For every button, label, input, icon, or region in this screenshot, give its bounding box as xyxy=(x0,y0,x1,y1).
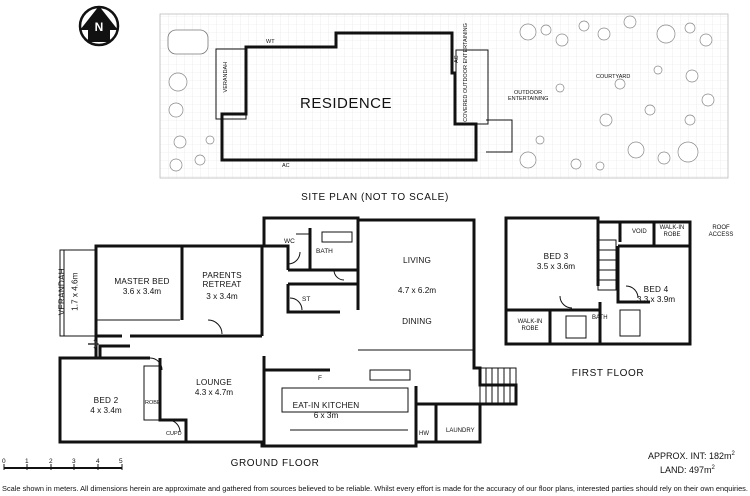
scale-tick-1: 1 xyxy=(25,458,29,465)
parents-retreat-dims: 3 x 3.4m xyxy=(206,292,238,301)
site-plan-title: SITE PLAN (NOT TO SCALE) xyxy=(301,192,449,203)
robe-label: ROBE xyxy=(145,400,161,406)
courtyard-label: COURTYARD xyxy=(596,74,631,80)
laundry-label: LAUNDRY xyxy=(446,428,475,434)
bed3-label: BED 3 xyxy=(543,252,569,261)
disclaimer: Scale shown in meters. All dimensions he… xyxy=(2,484,748,493)
approx-land-label: LAND: xyxy=(660,465,687,475)
ground-floor-plan xyxy=(58,216,518,448)
approx-int-label: APPROX. INT: xyxy=(648,451,707,461)
north-letter: N xyxy=(94,20,104,34)
ac-label-east: AC xyxy=(453,55,460,63)
verandah-label: VERANDAH xyxy=(57,268,67,316)
scale-tick-4: 4 xyxy=(96,458,100,465)
st-label: ST xyxy=(302,296,311,303)
outdoor-entertaining-label: OUTDOOR ENTERTAINING xyxy=(508,90,549,103)
roof-access-label: ROOF ACCESS xyxy=(708,225,734,238)
dining-label: DINING xyxy=(402,317,432,326)
walk-in-robe-1-label: WALK-IN ROBE xyxy=(659,225,685,238)
approx-int-value: 182m xyxy=(709,451,732,461)
bed2-dims: 4 x 3.4m xyxy=(90,406,122,415)
hw-label: HW xyxy=(419,431,429,437)
ground-floor-title: GROUND FLOOR xyxy=(230,458,320,469)
approx-int: APPROX. INT: 182m2 xyxy=(648,451,735,461)
first-floor-plan xyxy=(504,216,692,346)
first-floor-outer-wall xyxy=(504,216,692,346)
lounge-label: LOUNGE xyxy=(196,378,232,387)
north-arrow-icon xyxy=(78,5,120,47)
covered-outdoor-label: COVERED OUTDOOR ENTERTAINING xyxy=(463,23,470,122)
living-label: LIVING xyxy=(402,256,432,265)
scale-bar xyxy=(3,464,123,470)
lounge-dims: 4.3 x 4.7m xyxy=(194,388,234,397)
scale-tick-3: 3 xyxy=(72,458,76,465)
living-dims: 4.7 x 6.2m xyxy=(397,286,437,295)
eat-in-kitchen-dims: 6 x 3m xyxy=(313,411,339,420)
bath-ground-label: BATH xyxy=(316,248,333,255)
ac-label-south: AC xyxy=(282,163,290,169)
wc-label: WC xyxy=(284,238,295,245)
bed3-dims: 3.5 x 3.6m xyxy=(536,262,576,271)
site-plan xyxy=(159,13,729,179)
verandah-site-label: VERANDAH xyxy=(222,61,229,93)
approx-land-value: 497m xyxy=(689,465,712,475)
fridge-label: F xyxy=(318,375,322,382)
residence-label: RESIDENCE xyxy=(300,95,393,112)
master-bed-label: MASTER BED xyxy=(114,277,170,286)
wt-label: WT xyxy=(266,39,275,45)
bed4-dims: 3.3 x 3.9m xyxy=(636,295,676,304)
bath-first-label: BATH xyxy=(592,315,608,321)
scale-tick-0: 0 xyxy=(2,458,6,465)
approx-land-sup: 2 xyxy=(711,465,715,471)
verandah-dims: 1.7 x 4.6m xyxy=(70,272,80,311)
parents-retreat-label: PARENTS RETREAT xyxy=(202,271,242,290)
scale-tick-5: 5 xyxy=(119,458,123,465)
stairs-first xyxy=(597,239,617,291)
first-floor-title: FIRST FLOOR xyxy=(571,368,645,379)
door-swings xyxy=(149,251,345,433)
scale-tick-2: 2 xyxy=(49,458,53,465)
approx-land: LAND: 497m2 xyxy=(660,465,715,475)
bed2-label: BED 2 xyxy=(93,396,119,405)
eat-in-kitchen-label: EAT-IN KITCHEN xyxy=(292,401,360,410)
walk-in-robe-2-label: WALK-IN ROBE xyxy=(517,319,543,332)
entry-arrow-icon xyxy=(88,339,99,349)
car-icon xyxy=(167,29,209,55)
master-bed-dims: 3.6 x 3.4m xyxy=(122,287,162,296)
bed4-label: BED 4 xyxy=(643,285,669,294)
trees xyxy=(168,15,715,172)
stairs-ground xyxy=(479,367,517,405)
void-label: VOID xyxy=(632,229,647,235)
cupd-label: CUPD xyxy=(166,431,182,437)
approx-int-sup: 2 xyxy=(731,451,735,457)
residence-footprint xyxy=(220,31,478,162)
